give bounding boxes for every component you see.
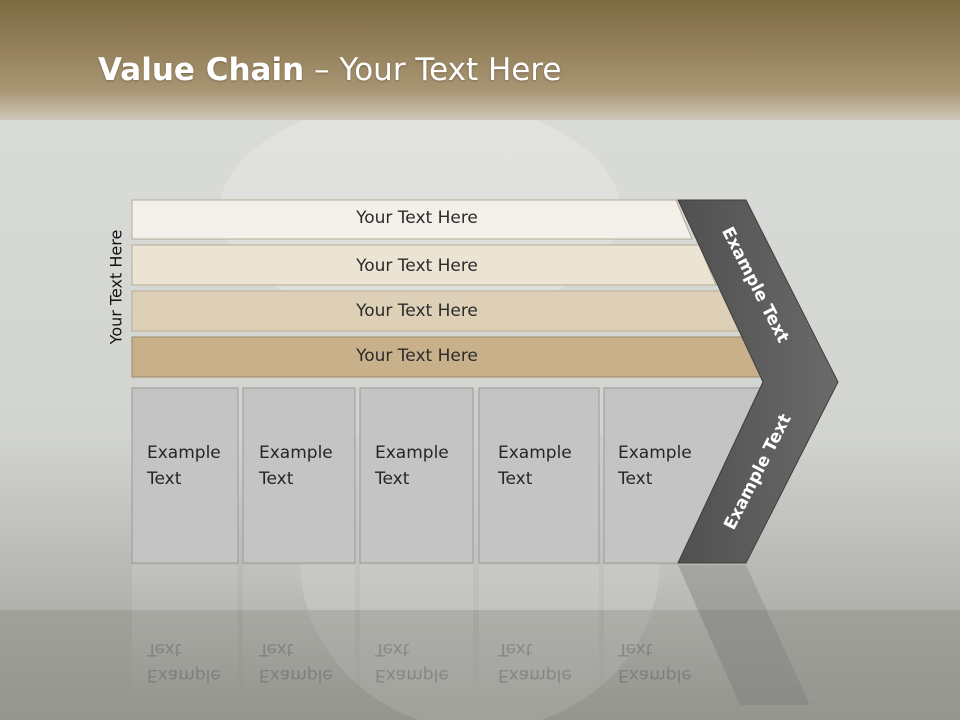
box-2-shape (242, 387, 356, 564)
box-2-text: Example Text (259, 440, 351, 492)
box-2-line1: Example (259, 443, 333, 463)
side-label: Your Text Here (106, 229, 126, 345)
bar-1-shape (131, 199, 693, 240)
box-5-line1: Example (618, 443, 692, 463)
bar-3-label: Your Text Here (356, 301, 478, 321)
box-4-line1: Example (498, 443, 572, 463)
box-4-shape (478, 387, 600, 564)
box-2-line2: Text (259, 469, 294, 489)
page-title: Value Chain – Your Text Here (98, 52, 561, 88)
box-1-line2: Text (147, 469, 182, 489)
box-5-text: Example Text (618, 440, 710, 492)
reflection (132, 565, 810, 705)
box-1-line1: Example (147, 443, 221, 463)
bar-4-label: Your Text Here (356, 346, 478, 366)
box-4-line2: Text (498, 469, 533, 489)
box-3-text: Example Text (375, 440, 467, 492)
bar-2-shape (131, 244, 717, 286)
box-3-shape (359, 387, 474, 564)
box-3-line2: Text (375, 469, 410, 489)
box-1-text: Example Text (147, 440, 239, 492)
bar-1-label: Your Text Here (356, 208, 478, 228)
box-5-line2: Text (618, 469, 653, 489)
box-3-line1: Example (375, 443, 449, 463)
title-rest: – Your Text Here (304, 52, 562, 88)
title-bold: Value Chain (98, 52, 305, 88)
box-4-text: Example Text (498, 440, 590, 492)
box-1-shape (131, 387, 239, 564)
chevron-shape (677, 199, 839, 564)
bar-2-label: Your Text Here (356, 256, 478, 276)
